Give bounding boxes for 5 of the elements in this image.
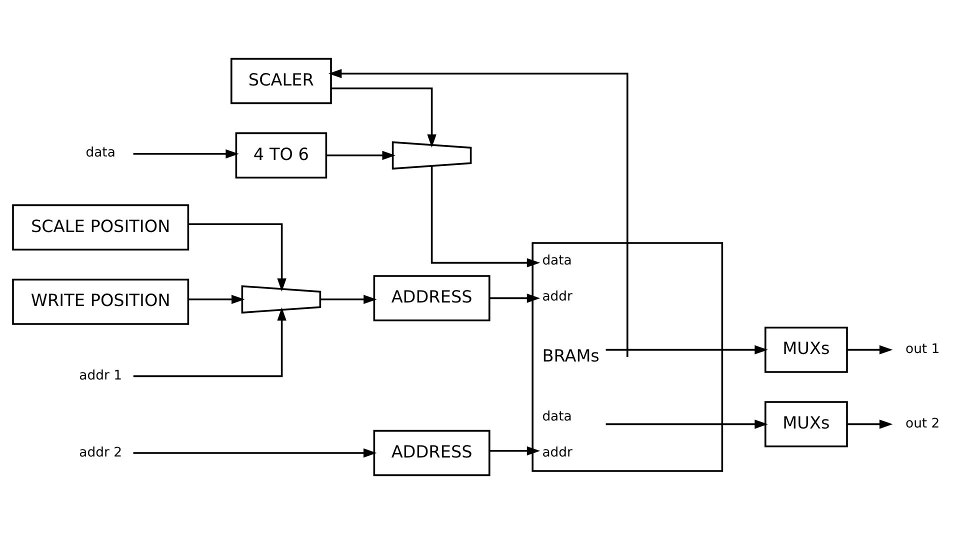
node-text: addr 2 xyxy=(79,444,122,460)
node-text: addr 1 xyxy=(79,368,122,384)
node-text: data xyxy=(86,144,116,160)
node-text: out 2 xyxy=(906,416,940,432)
node-text: out 1 xyxy=(906,342,940,357)
